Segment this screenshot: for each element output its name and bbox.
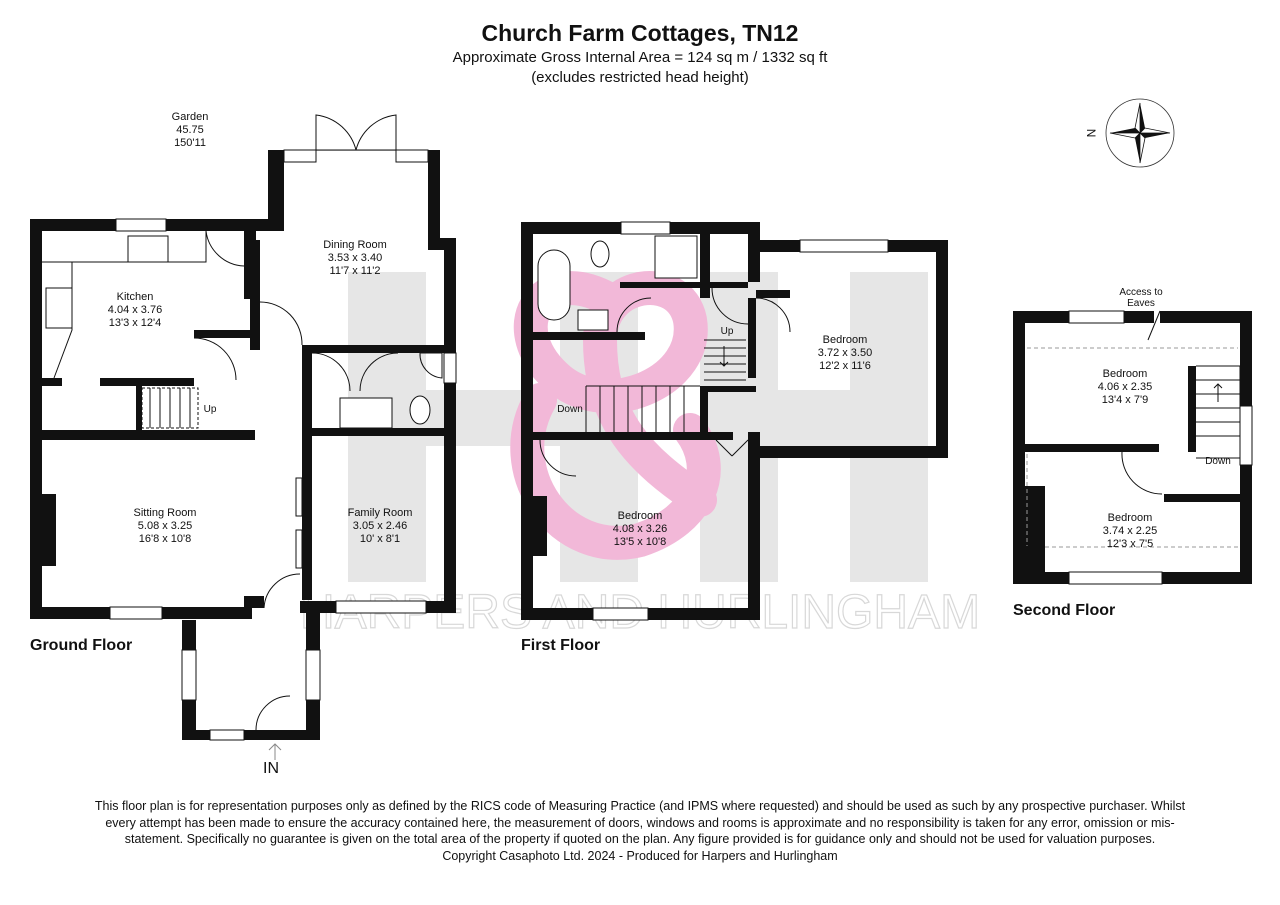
second-floor-plan (1013, 311, 1252, 584)
first-floor-plan (521, 222, 948, 620)
compass-north-label: N (1084, 128, 1099, 138)
entrance-label: IN (263, 760, 279, 777)
stairs-up-label-first: Up (720, 326, 734, 337)
disclaimer-text: This floor plan is for representation pu… (85, 798, 1195, 864)
compass-rose-icon (1105, 98, 1175, 168)
ground-floor-plan (30, 150, 456, 740)
stairs-up-label-ground: Up (203, 404, 217, 415)
gross-area-text: Approximate Gross Internal Area = 124 sq… (452, 49, 828, 66)
stairs-down-label-first: Down (557, 404, 583, 415)
second-floor-label: Second Floor (1013, 602, 1116, 619)
second-floor-details (1068, 310, 1253, 585)
entrance-arrow (268, 743, 282, 760)
garden-label: Garden 45.75 150'11 (171, 111, 209, 149)
stairs-down-label-second: Down (1205, 456, 1231, 467)
plan-title: Church Farm Cottages, TN12 (481, 20, 799, 46)
area-exclusion-note: (excludes restricted head height) (531, 69, 749, 86)
first-floor-label: First Floor (521, 637, 601, 654)
ground-floor-label: Ground Floor (30, 637, 133, 654)
first-floor-details (537, 221, 889, 621)
copyright-text: Copyright Casaphoto Ltd. 2024 - Produced… (442, 848, 838, 863)
